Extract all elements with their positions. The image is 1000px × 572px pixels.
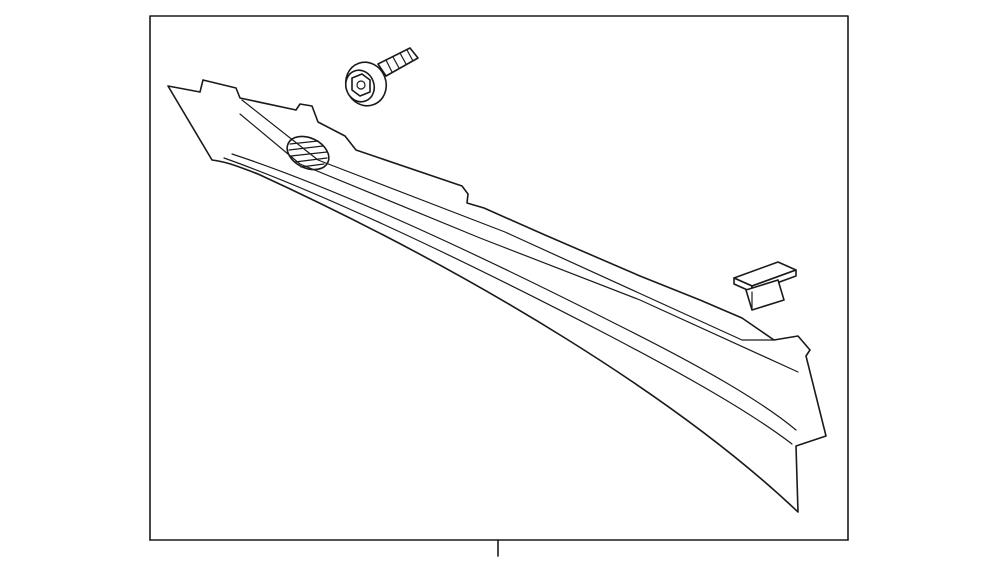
vent-opening — [286, 135, 330, 171]
screw — [344, 47, 419, 107]
trim-panel — [167, 79, 827, 513]
retainer-clip — [733, 261, 797, 311]
diagram-frame — [149, 15, 849, 557]
